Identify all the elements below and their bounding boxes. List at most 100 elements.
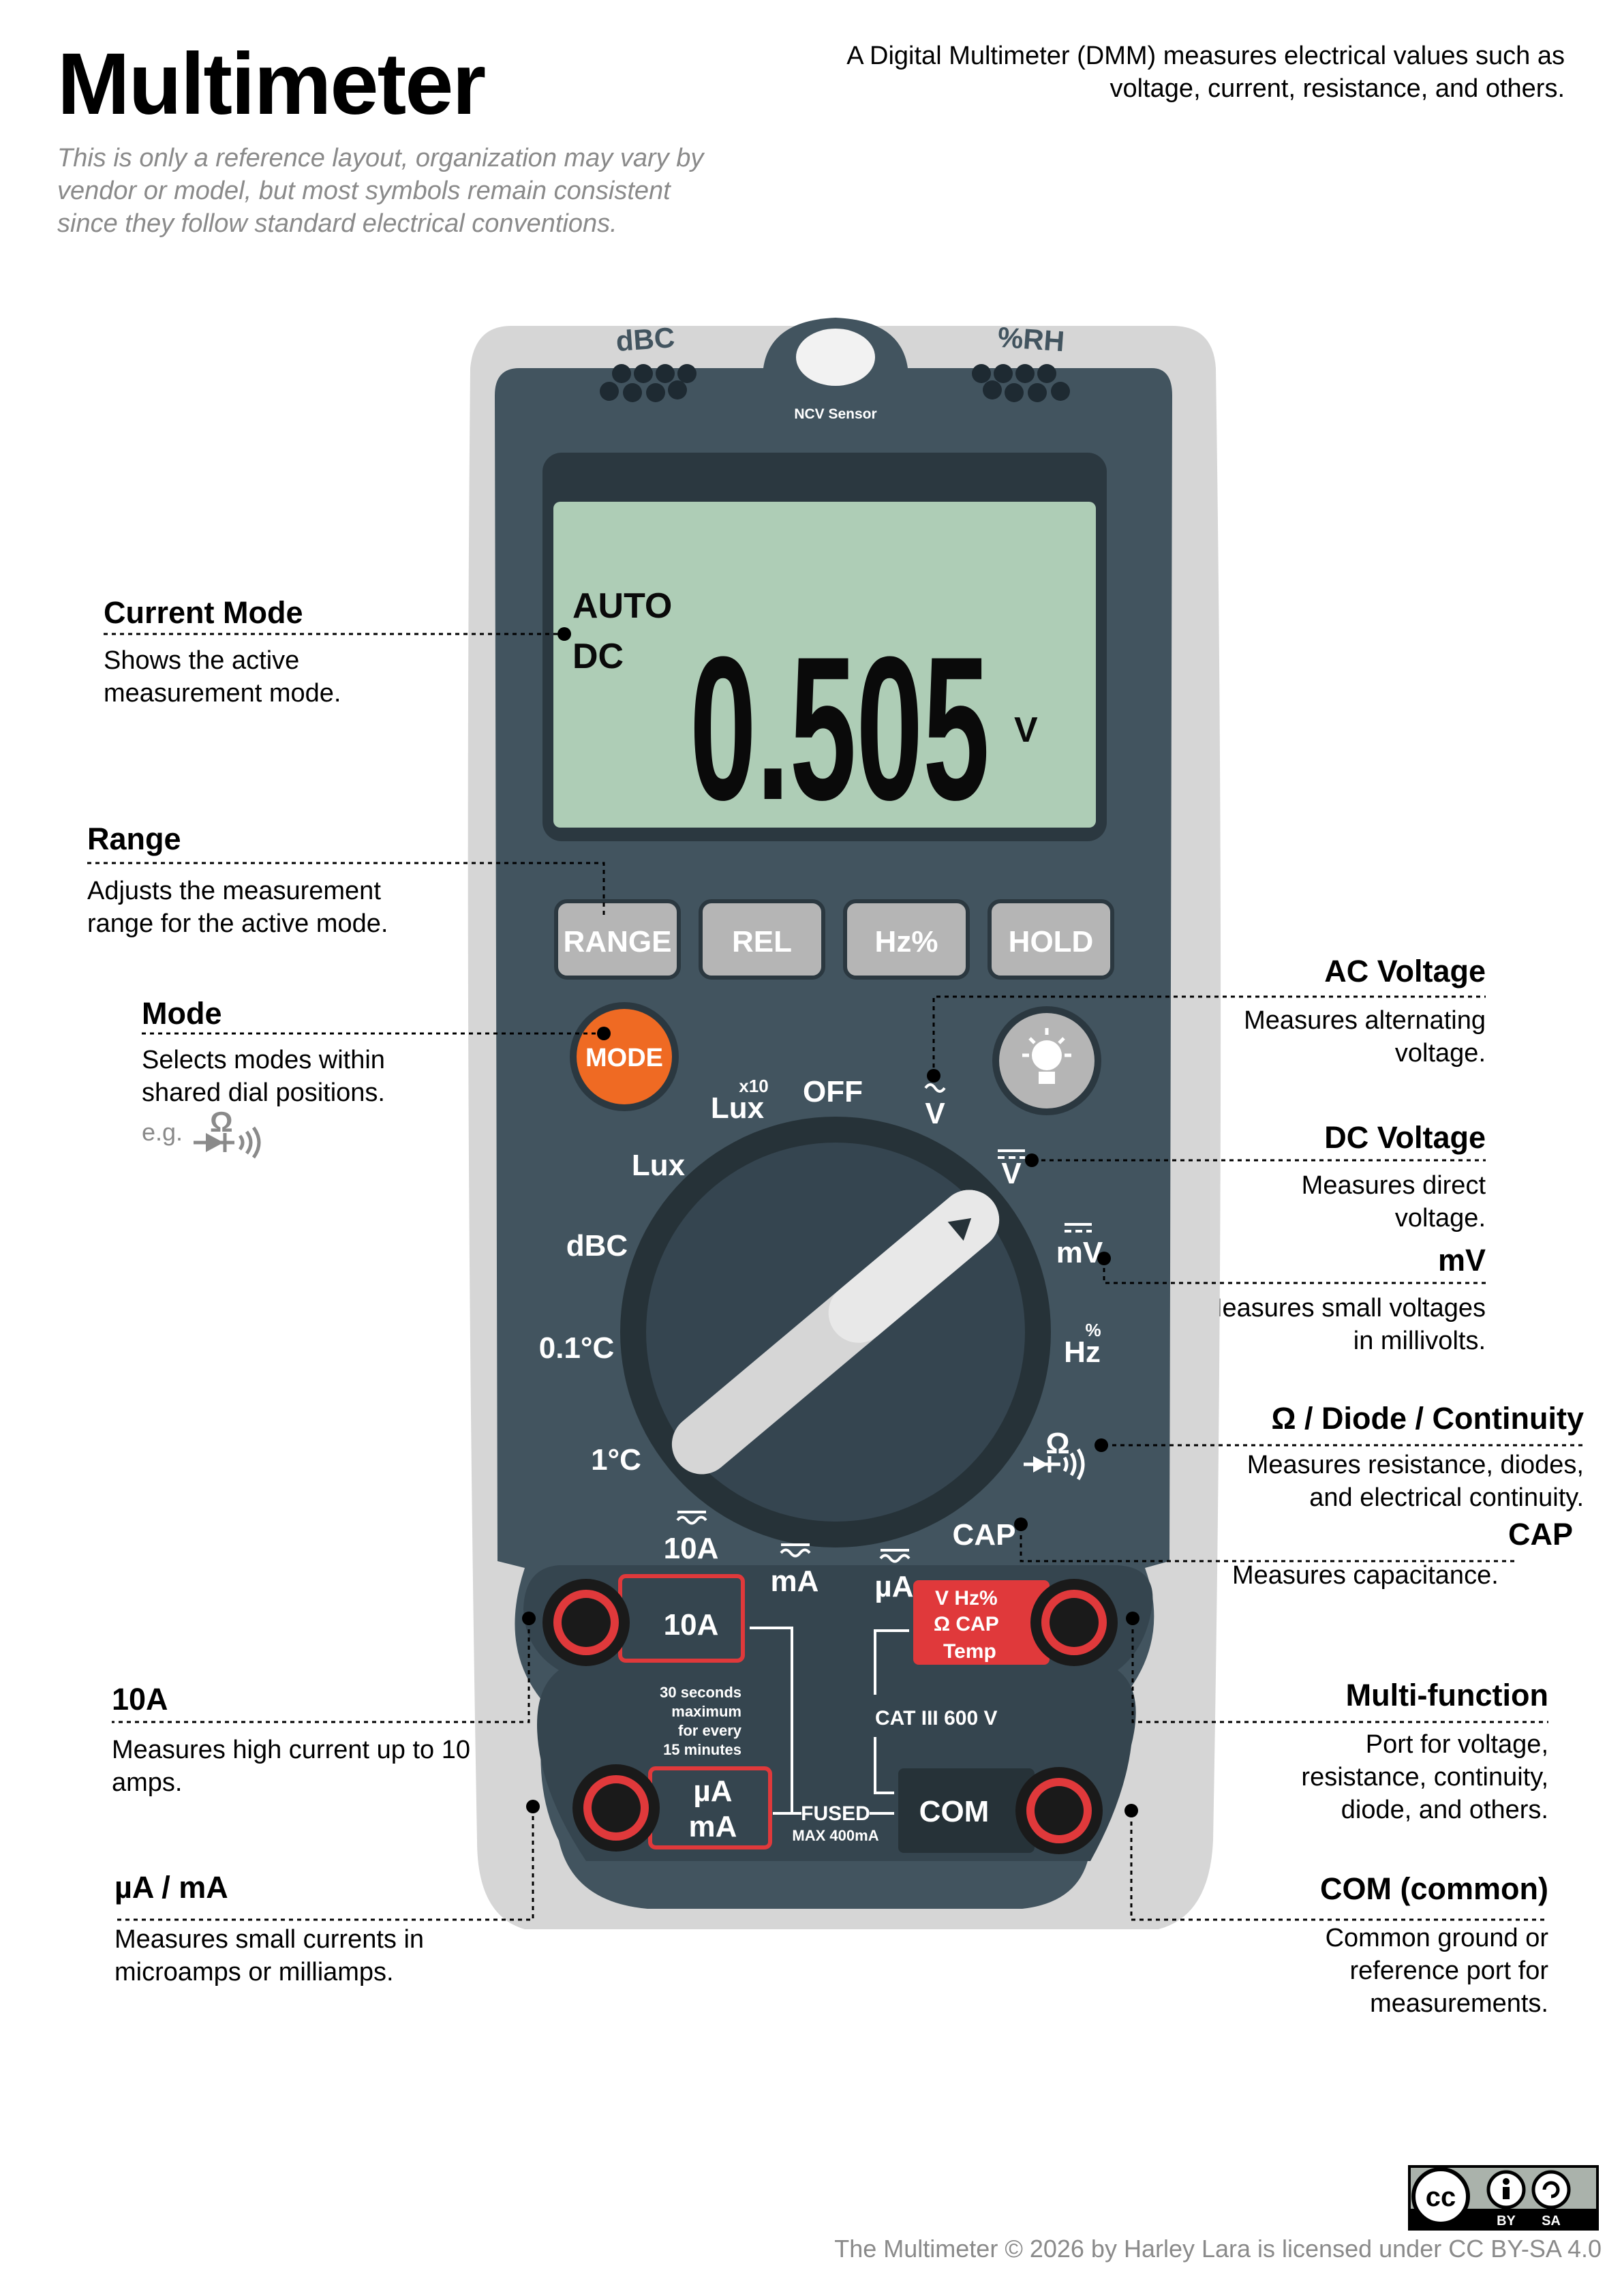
diode-continuity-icon: [194, 1126, 261, 1159]
dial-vdc: V: [1001, 1157, 1022, 1190]
port-com-label: COM: [919, 1795, 990, 1828]
callout-anchor-dots: [522, 627, 1139, 1817]
cat-rating: CAT III 600 V: [875, 1707, 998, 1729]
port-multi-line1: V Hz%: [935, 1587, 998, 1610]
cc-sa-label: SA: [1542, 2214, 1561, 2229]
dial-diode-continuity-icon: [1024, 1448, 1085, 1481]
callout-ohm-diode-continuity: Ω / Diode / Continuity Measures resistan…: [1066, 1403, 1584, 1514]
callout-ua-ma: µA / mA Measures small currents in micro…: [114, 1872, 496, 1989]
callout-desc: Measures resistance, diodes, and electri…: [1246, 1451, 1584, 1512]
mode-button-label: MODE: [585, 1044, 663, 1072]
lcd-screen: [553, 502, 1096, 828]
range-button[interactable]: RANGE: [554, 899, 681, 980]
lcd-mode-dc: DC: [572, 637, 624, 676]
fused-max-label: MAX 400mA: [792, 1827, 878, 1844]
dial-ua: µA: [874, 1570, 913, 1603]
callout-leader-lines: [87, 633, 1585, 1921]
range-button-label: RANGE: [564, 925, 672, 958]
callout-desc: Measures small voltages in millivolts.: [1200, 1294, 1486, 1355]
ncv-sensor: [796, 329, 875, 386]
callout-title: 10A: [112, 1682, 168, 1717]
callout-desc: Measures small currents in microamps or …: [114, 1925, 425, 1987]
cc-icon: cc: [1426, 2182, 1456, 2212]
dial-pointer: [671, 1190, 1000, 1475]
callout-desc: Measures direct voltage.: [1301, 1171, 1486, 1233]
callout-mv: mV Measures small voltages in millivolts…: [1104, 1245, 1486, 1357]
callout-title: µA / mA: [114, 1870, 228, 1905]
cc-by-sa-badge[interactable]: cc BY SA: [1408, 2165, 1599, 2231]
dial-off: OFF: [803, 1075, 863, 1108]
callout-desc: Measures high current up to 10 amps.: [112, 1736, 470, 1797]
warning-line4: 15 minutes: [663, 1741, 741, 1758]
rh-sensor-holes: [972, 364, 1070, 402]
dial-lux-x10: Lux: [711, 1091, 765, 1125]
lcd-reading: 0.505: [690, 614, 990, 843]
callout-title: Mode: [142, 996, 222, 1031]
port-multi-line3: Temp: [943, 1640, 996, 1663]
port-10a[interactable]: 10A: [542, 1574, 745, 1666]
dial-c1: 1°C: [591, 1443, 641, 1477]
port-wiring: [750, 1627, 909, 1815]
license-credit: The Multimeter © 2026 by Harley Lara is …: [834, 2235, 1602, 2263]
callout-title: COM (common): [1320, 1871, 1548, 1906]
callout-desc: Measures capacitance.: [1232, 1561, 1499, 1590]
hold-button-label: HOLD: [1009, 925, 1094, 958]
dial-10a: 10A: [664, 1532, 719, 1565]
callout-title: mV: [1437, 1243, 1486, 1278]
dial-dbc: dBC: [566, 1229, 628, 1263]
callout-current-mode: Current Mode Shows the active measuremen…: [104, 597, 485, 710]
port-ua-ma[interactable]: µA mA: [572, 1764, 772, 1852]
callout-desc: Selects modes within shared dial positio…: [142, 1046, 385, 1107]
callout-desc: Shows the active measurement mode.: [104, 646, 341, 708]
callout-desc: Adjusts the measurement range for the ac…: [87, 877, 388, 938]
dbc-mic-holes: [600, 364, 697, 402]
callout-desc: Measures alternating voltage.: [1244, 1006, 1486, 1068]
ncv-sensor-label: NCV Sensor: [794, 406, 876, 422]
callout-com: COM (common) Common ground or reference …: [1167, 1873, 1548, 2020]
dbc-sensor-label: dBC: [615, 321, 675, 357]
dial-ma: mA: [771, 1565, 819, 1598]
dial-hz: Hz: [1064, 1335, 1101, 1369]
callout-title: Range: [87, 821, 181, 856]
lightbulb-icon: [1022, 1028, 1071, 1084]
dial-cap: CAP: [953, 1518, 1016, 1552]
callout-title: Ω / Diode / Continuity: [1271, 1401, 1584, 1436]
hz-button[interactable]: Hz%: [843, 899, 970, 980]
port-multi-function[interactable]: V Hz% Ω CAP Temp: [913, 1579, 1118, 1666]
callout-desc: Port for voltage, resistance, continuity…: [1301, 1730, 1548, 1824]
callout-range: Range Adjusts the measurement range for …: [87, 824, 442, 940]
port-10a-label: 10A: [664, 1608, 719, 1642]
callout-ac-voltage: AC Voltage Measures alternating voltage.: [1104, 956, 1486, 1070]
callout-title: Current Mode: [104, 595, 303, 630]
dial-lux-x10-exp: x10: [739, 1076, 768, 1096]
dial-ohm: Ω: [1045, 1427, 1069, 1460]
intro-text: A Digital Multimeter (DMM) measures elec…: [846, 42, 1565, 103]
callout-dc-voltage: DC Voltage Measures direct voltage.: [1104, 1122, 1486, 1235]
dial-vac: V: [925, 1097, 945, 1130]
callout-title: Multi-function: [1345, 1678, 1548, 1712]
dial-mv: mV: [1056, 1236, 1103, 1269]
port-multi-line2: Ω CAP: [934, 1613, 999, 1635]
page-title: Multimeter: [57, 35, 486, 133]
cc-by-label: BY: [1497, 2214, 1516, 2229]
callout-title: CAP: [1508, 1517, 1573, 1552]
callout-multi-function: Multi-function Port for voltage, resista…: [1167, 1680, 1548, 1826]
rel-button[interactable]: REL: [699, 899, 825, 980]
rotary-dial[interactable]: [620, 1117, 1051, 1547]
callout-10a: 10A Measures high current up to 10 amps.: [112, 1684, 493, 1799]
lcd-unit: V: [1014, 710, 1038, 750]
mode-example-ohm: Ω: [210, 1106, 233, 1138]
mode-button[interactable]: MODE: [570, 1002, 679, 1111]
warning-line3: for every: [678, 1722, 742, 1739]
callout-desc: Common ground or reference port for meas…: [1325, 1924, 1548, 2018]
rel-button-label: REL: [732, 925, 792, 958]
port-com[interactable]: COM: [898, 1767, 1103, 1854]
page-subtitle: This is only a reference layout, organiz…: [57, 144, 704, 238]
port-ma-label: mA: [689, 1810, 737, 1843]
dial-lux: Lux: [632, 1149, 686, 1182]
callout-cap: CAP Measures capacitance.: [1232, 1519, 1573, 1592]
port-ua-label: µA: [693, 1774, 732, 1808]
hold-button[interactable]: HOLD: [988, 899, 1114, 980]
backlight-button[interactable]: [992, 1006, 1101, 1115]
rh-sensor-label: %RH: [996, 321, 1065, 358]
